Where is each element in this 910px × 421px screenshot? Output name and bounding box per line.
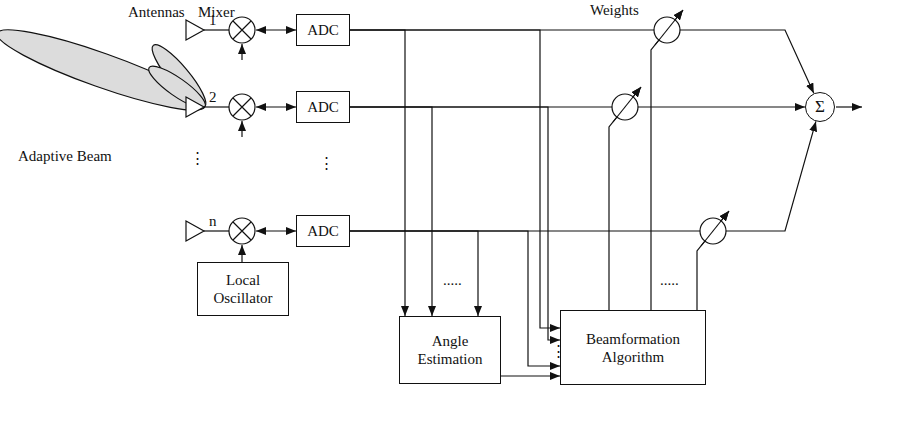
oscillator-box: Local Oscillator <box>197 262 289 316</box>
node-text: Beamformation Algorithm <box>565 330 701 366</box>
mixers <box>229 17 255 244</box>
signal-connector <box>350 231 478 316</box>
weight-arrows <box>613 10 729 246</box>
sum-node: Σ <box>805 92 835 122</box>
node-text: ADC <box>307 21 339 39</box>
oscillator-feeds <box>241 44 242 262</box>
signal-connector <box>501 375 560 376</box>
antenna-number: n <box>209 213 217 230</box>
weights <box>612 17 726 244</box>
ellipsis: ⋮ <box>190 150 205 167</box>
node-text: Σ <box>815 97 825 117</box>
estimation-box: Angle Estimation <box>399 316 501 384</box>
adc-box: ADC <box>296 14 350 46</box>
antenna-wires <box>204 30 229 231</box>
node-text: ADC <box>307 98 339 116</box>
node-text: ADC <box>307 222 339 240</box>
adc-box: ADC <box>296 91 350 123</box>
caption-label: Adaptive Beam <box>18 148 112 165</box>
signal-connector <box>350 30 814 93</box>
antenna-number: 2 <box>209 89 217 106</box>
output-arrow <box>836 106 862 107</box>
weight-controls <box>609 10 729 310</box>
ellipsis: ⋮ <box>319 155 334 172</box>
ellipsis: ⋮ <box>551 343 566 360</box>
signal-connector <box>350 107 432 316</box>
caption-label: Weights <box>590 2 639 19</box>
beam-lobes <box>0 17 212 122</box>
node-text: Local Oscillator <box>202 271 284 307</box>
antennas <box>186 20 204 241</box>
antenna-number: 1 <box>209 12 217 29</box>
ellipsis: ..... <box>443 272 462 289</box>
mixer-adc-links <box>256 30 296 231</box>
ellipsis: ..... <box>660 272 679 289</box>
algorithm-box: Beamformation Algorithm <box>560 310 706 385</box>
adc-box: ADC <box>296 215 350 247</box>
node-text: Angle Estimation <box>404 332 496 368</box>
signal-connector <box>350 30 405 316</box>
signal-connector <box>350 121 816 231</box>
signal-connector <box>350 106 805 107</box>
caption-label: Antennas <box>128 4 185 21</box>
